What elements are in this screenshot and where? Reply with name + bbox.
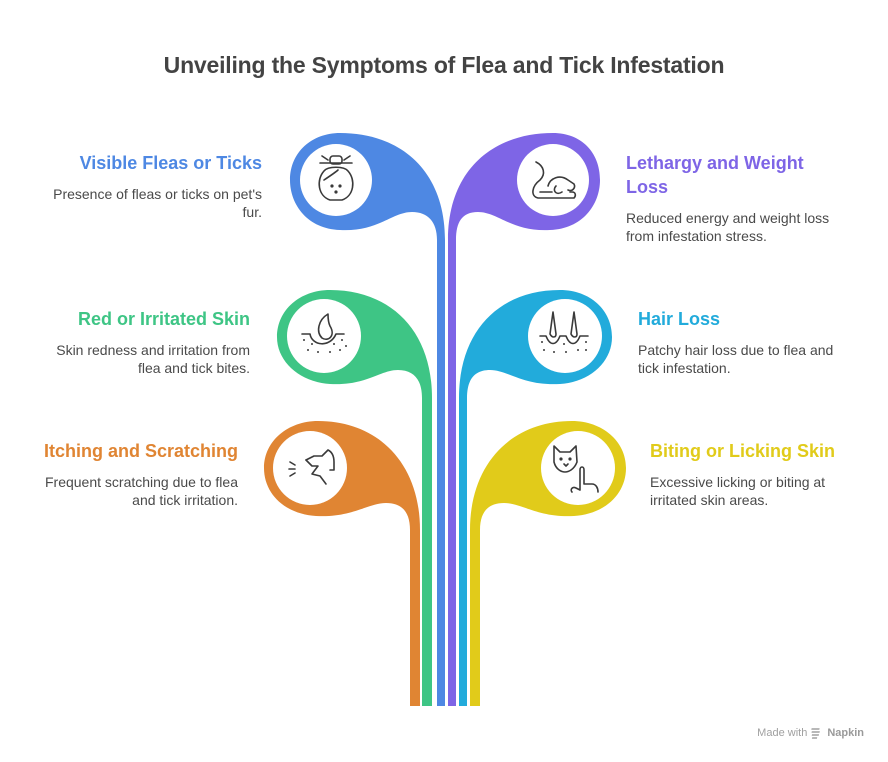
- stem-hair-loss: [459, 290, 612, 706]
- item-title: Visible Fleas or Ticks: [79, 153, 262, 173]
- napkin-logo-icon: [811, 728, 821, 739]
- stem-biting: [470, 421, 626, 706]
- item-title: Lethargy and Weight Loss: [626, 153, 804, 197]
- irritated-skin-icon: [301, 313, 347, 353]
- item-description: Patchy hair loss due to flea and tick in…: [638, 342, 834, 376]
- item-title: Biting or Licking Skin: [650, 441, 836, 461]
- made-with-label: Made with: [757, 727, 808, 739]
- item-description: Reduced energy and weight loss from infe…: [626, 210, 830, 244]
- item-itching: Itching and Scratching Frequent scratchi…: [23, 439, 238, 509]
- icon-circle: [300, 144, 372, 216]
- hair-follicles-icon: [539, 311, 589, 353]
- diagram-title: Unveiling the Symptoms of Flea and Tick …: [163, 52, 725, 78]
- item-title: Hair Loss: [638, 309, 721, 329]
- stem-itching: [264, 421, 420, 706]
- icon-circle: [517, 144, 589, 216]
- item-description: Excessive licking or biting at irritated…: [650, 474, 826, 508]
- resting-dog-icon: [532, 161, 577, 199]
- item-description: Presence of fleas or ticks on pet's fur.: [53, 186, 262, 220]
- napkin-brand: Napkin: [827, 727, 864, 739]
- stem-lethargy: [448, 133, 600, 706]
- footer-credit: Made with Napkin: [757, 727, 864, 739]
- icon-circle: [273, 431, 347, 505]
- item-description: Skin redness and irritation from flea an…: [56, 342, 250, 376]
- dog-scratching-icon: [288, 449, 335, 485]
- stem-visible-fleas: [290, 133, 445, 706]
- stem-shape: [290, 133, 445, 706]
- cat-licking-icon: [553, 445, 599, 493]
- item-title: Red or Irritated Skin: [77, 309, 250, 329]
- item-description: Frequent scratching due to flea and tick…: [44, 474, 238, 508]
- stem-red-skin: [277, 290, 432, 706]
- item-visible-fleas: Visible Fleas or Ticks Presence of fleas…: [47, 151, 262, 221]
- item-title: Itching and Scratching: [43, 441, 238, 461]
- item-biting: Biting or Licking Skin Excessive licking…: [650, 439, 865, 509]
- icon-circle: [287, 299, 361, 373]
- tick-on-face-icon: [318, 155, 354, 201]
- item-red-skin: Red or Irritated Skin Skin redness and i…: [35, 307, 250, 377]
- item-lethargy: Lethargy and Weight Loss Reduced energy …: [626, 151, 841, 245]
- item-hair-loss: Hair Loss Patchy hair loss due to flea a…: [638, 307, 853, 377]
- icon-circle: [541, 431, 615, 505]
